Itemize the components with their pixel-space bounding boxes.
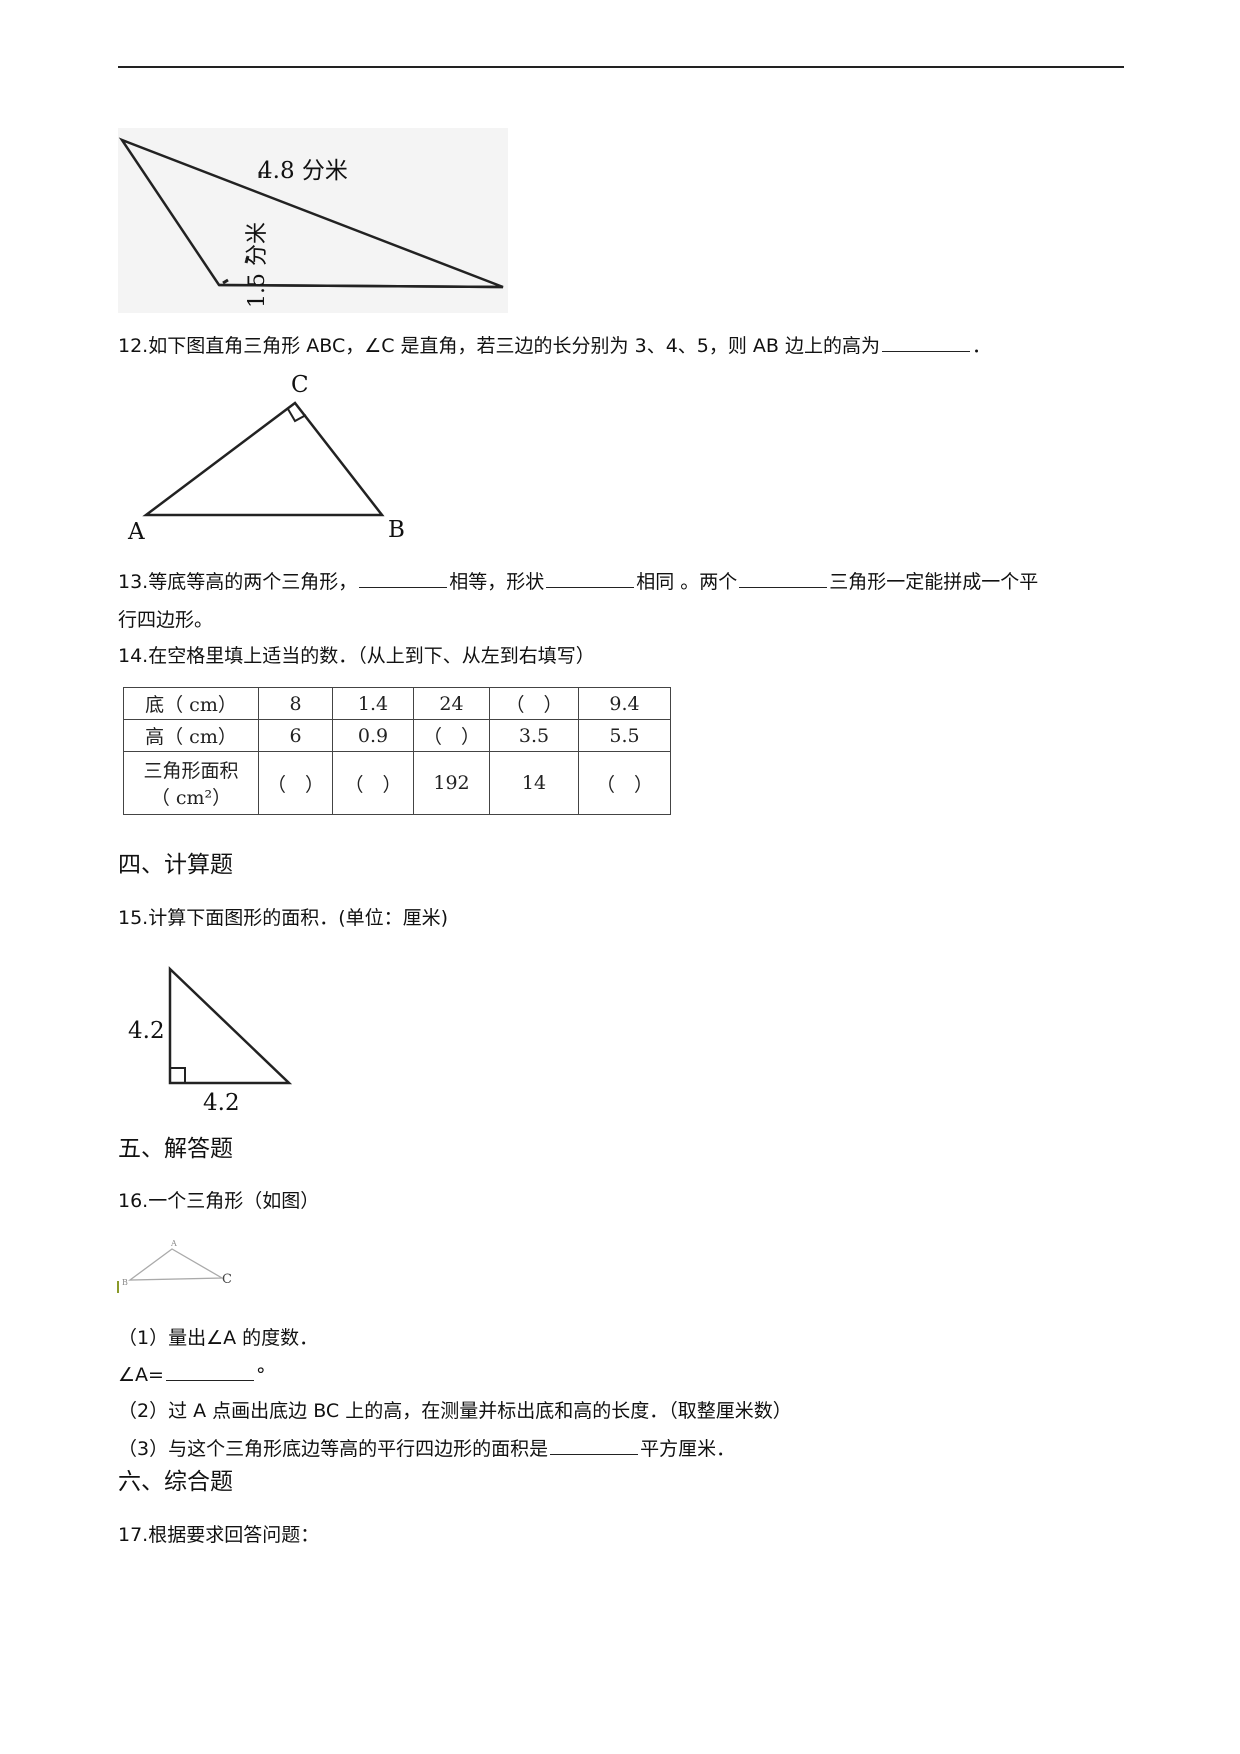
q16-part-3-text: （3）与这个三角形底边等高的平行四边形的面积是: [118, 1438, 549, 1460]
table-cell-blank[interactable]: （ ）: [489, 687, 579, 720]
degree-sign: °: [255, 1364, 266, 1386]
q13-text-4: 三角形一定能拼成一个平: [829, 571, 1039, 593]
header-rule: [118, 66, 1124, 68]
table-cell-blank[interactable]: （ ）: [332, 751, 414, 815]
table-cell-blank[interactable]: （ ）: [413, 719, 490, 752]
q16-vertex-a: A: [170, 1239, 177, 1248]
q12-text-end: ．: [971, 335, 991, 357]
section-heading-5: 五、解答题: [118, 1136, 233, 1162]
question-12: 12.如下图直角三角形 ABC，∠C 是直角，若三边的长分别为 3、4、5，则 …: [118, 333, 991, 359]
question-17: 17.根据要求回答问题：: [118, 1524, 320, 1546]
triangle-area-table: 底（ cm） 8 1.4 24 （ ） 9.4 高（ cm） 6 0.9 （ ）…: [123, 687, 671, 815]
table-cell-blank[interactable]: （ ）: [258, 751, 333, 815]
table-cell: 3.5: [489, 719, 579, 752]
area-label-line-2: （ cm²）: [150, 787, 232, 809]
question-15: 15.计算下面图形的面积．(单位：厘米): [118, 907, 449, 929]
table-cell-area-label: 三角形面积 （ cm²）: [123, 751, 259, 815]
question-13: 13.等底等高的两个三角形， 相等，形状 相同 。两个 三角形一定能拼成一个平行四边形…: [118, 563, 1128, 639]
table-cell-blank[interactable]: （ ）: [578, 751, 671, 815]
table-cell: 0.9: [332, 719, 414, 752]
area-label-line-1: 三角形面积: [143, 760, 239, 782]
vertex-b-label: B: [388, 517, 405, 543]
table-cell: 192: [413, 751, 490, 815]
table-row: 三角形面积 （ cm²） （ ） （ ） 192 14 （ ）: [123, 751, 671, 815]
triangle-figure-q11: 4.8 分米 1.5 分米: [118, 128, 508, 313]
table-cell: 底（ cm）: [123, 687, 259, 720]
q16-part-2: （2）过 A 点画出底边 BC 上的高，在测量并标出底和高的长度．（取整厘米数）: [118, 1400, 792, 1422]
q12-answer-blank[interactable]: [881, 333, 970, 352]
vertex-a-label: A: [127, 519, 145, 545]
q13-blank-2[interactable]: [546, 569, 635, 588]
q16-angle-answer: ∠A= °: [118, 1362, 265, 1388]
table-cell: 14: [489, 751, 579, 815]
table-cell: 5.5: [578, 719, 671, 752]
q15-bottom-label: 4.2: [203, 1090, 240, 1116]
q13-blank-1[interactable]: [359, 569, 448, 588]
angle-answer-blank[interactable]: [165, 1362, 254, 1381]
section-heading-6: 六、综合题: [118, 1469, 233, 1495]
q16-part-3: （3）与这个三角形底边等高的平行四边形的面积是 平方厘米．: [118, 1436, 735, 1462]
right-triangle-q15-figure: 4.2 4.2: [128, 966, 293, 1116]
section-heading-4: 四、计算题: [118, 852, 233, 878]
q12-text: 12.如下图直角三角形 ABC，∠C 是直角，若三边的长分别为 3、4、5，则 …: [118, 335, 880, 357]
q15-left-label: 4.2: [128, 1018, 165, 1044]
table-cell: 9.4: [578, 687, 671, 720]
q16-vertex-b: B: [122, 1278, 128, 1287]
table-cell: 高（ cm）: [123, 719, 259, 752]
q13-blank-3[interactable]: [739, 569, 828, 588]
question-14: 14.在空格里填上适当的数．（从上到下、从左到右填写）: [118, 645, 595, 667]
q13-text-3: 相同 。两个: [636, 571, 738, 593]
fig11-side-label: 1.5 分米: [245, 222, 270, 308]
table-cell: 1.4: [332, 687, 414, 720]
fig11-top-label: 4.8 分米: [258, 158, 348, 184]
q16-part-3-blank[interactable]: [550, 1436, 639, 1455]
q16-part-1: （1）量出∠A 的度数．: [118, 1327, 319, 1349]
table-row: 高（ cm） 6 0.9 （ ） 3.5 5.5: [123, 719, 671, 752]
table-row: 底（ cm） 8 1.4 24 （ ） 9.4: [123, 687, 671, 720]
question-16: 16.一个三角形（如图）: [118, 1190, 320, 1212]
angle-prefix: ∠A=: [118, 1364, 164, 1386]
right-triangle-abc-figure: C A B: [127, 372, 405, 545]
q13-text-2: 相等，形状: [449, 571, 545, 593]
vertex-c-label: C: [291, 372, 309, 398]
q16-part-3-unit: 平方厘米．: [640, 1438, 736, 1460]
q16-vertex-c: C: [222, 1272, 232, 1287]
triangle-q16-figure: A B C: [117, 1239, 232, 1293]
q13-text-5: 行四边形。: [118, 609, 214, 631]
q13-text-1: 13.等底等高的两个三角形，: [118, 571, 358, 593]
table-cell: 8: [258, 687, 333, 720]
table-cell: 6: [258, 719, 333, 752]
table-cell: 24: [413, 687, 490, 720]
